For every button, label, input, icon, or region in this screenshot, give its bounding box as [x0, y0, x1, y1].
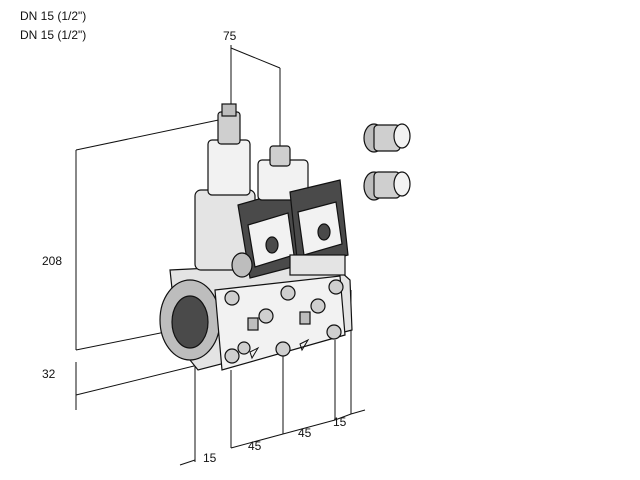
header-line-1: DN 15 (1/2") — [20, 9, 87, 23]
dimension-lines — [75, 45, 366, 466]
dimension-label-d1: 15 — [203, 451, 217, 465]
left-actuator — [194, 103, 301, 279]
dimension-label-d3: 45 — [298, 426, 312, 440]
dimension-label-bottom-offset: 32 — [42, 367, 56, 381]
dimension-label-top-width: 75 — [223, 29, 237, 43]
right-actuator — [257, 145, 349, 276]
cable-gland-lower — [363, 171, 411, 201]
dimension-label-d2: 45 — [248, 439, 262, 453]
header-line-2: DN 15 (1/2") — [20, 28, 87, 42]
dimension-label-height: 208 — [42, 254, 62, 268]
valve-body — [159, 261, 353, 371]
cable-gland-upper — [363, 123, 411, 153]
dimension-label-d4: 15 — [333, 415, 347, 429]
